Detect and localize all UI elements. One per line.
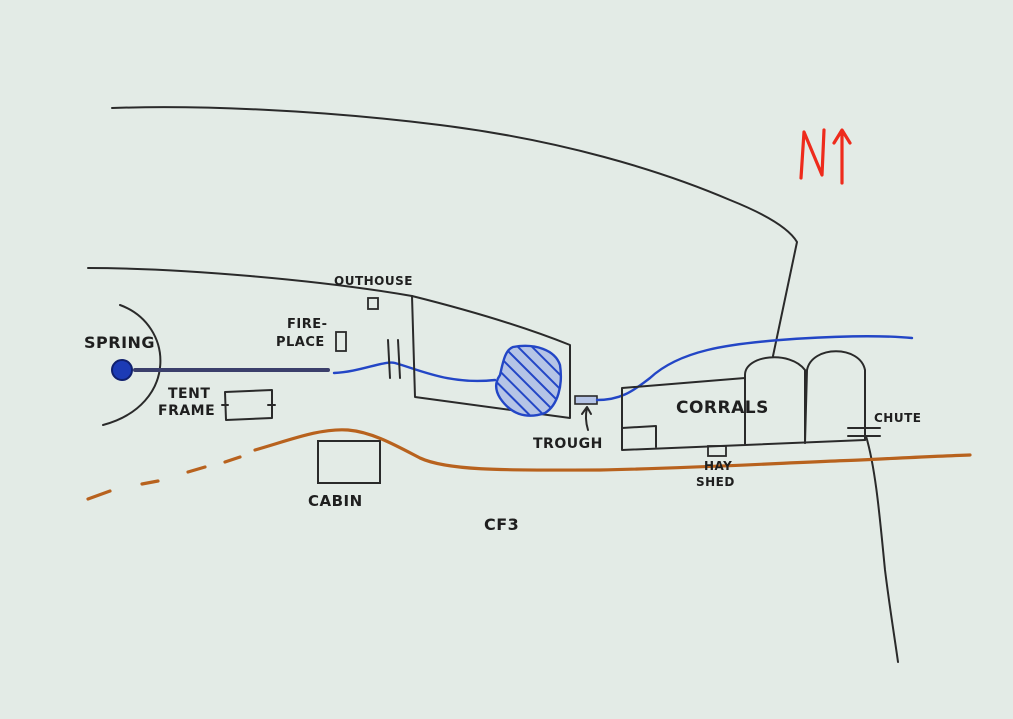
trough-label: TROUGH: [533, 436, 603, 452]
pond: [495, 344, 562, 417]
road-dashed: [86, 455, 242, 501]
fireplace-label-line1: FIRE-: [287, 317, 328, 332]
corrals-label: CORRALS: [676, 398, 769, 418]
water-line-west: [332, 361, 497, 383]
outhouse-label: OUTHOUSE: [334, 274, 413, 288]
north-fence-line: [87, 267, 413, 297]
pointer-arrow-icon: [581, 406, 592, 431]
corrals-south-edge: [744, 439, 866, 446]
fence-south-line: [865, 435, 899, 663]
boundary-fence-line: [111, 106, 798, 357]
gate-mark: [387, 339, 401, 379]
pond-enclosure: [411, 295, 571, 419]
tent-frame-label-line1: TENT: [168, 386, 210, 402]
hay-shed-label-line1: HAY: [704, 459, 732, 473]
chute-label: CHUTE: [874, 411, 921, 425]
corral-pen-west: [744, 356, 806, 446]
corral-small-pen: [621, 425, 657, 448]
outhouse: [367, 297, 379, 310]
spring-label: SPRING: [84, 333, 155, 352]
water-line-east: [595, 335, 914, 402]
fireplace: [335, 331, 347, 352]
cabin-label: CABIN: [308, 492, 363, 510]
chute: [847, 427, 881, 437]
north-arrow-icon: [799, 128, 852, 185]
fireplace-label-line2: PLACE: [276, 335, 325, 350]
tent-frame-label-line2: FRAME: [158, 403, 215, 419]
cabin: [317, 440, 381, 484]
corral-pen-east: [804, 350, 866, 444]
spring-marker: [111, 359, 133, 381]
spring-enclosure-arc: [102, 304, 162, 426]
road-solid: [253, 428, 972, 472]
trough: [574, 395, 598, 405]
tent-frame: [221, 389, 276, 421]
hay-shed-label-line2: SHED: [696, 475, 735, 489]
site-id-label: CF3: [484, 515, 519, 534]
hay-shed: [707, 445, 727, 457]
